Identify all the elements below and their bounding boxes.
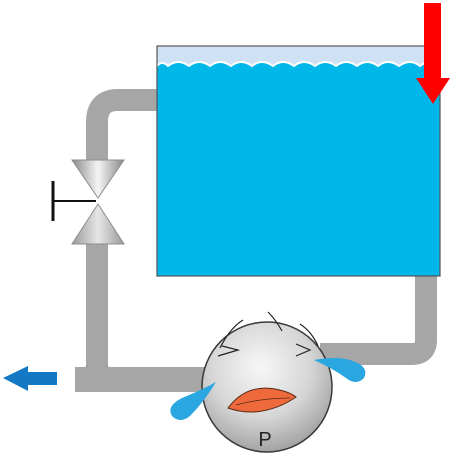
surface-wave-line [156,61,441,68]
down-arrow-icon [416,3,450,104]
tank [156,45,441,277]
tank-outline [156,45,441,277]
outlet-pipe [75,367,215,392]
tear-left-icon [170,382,216,420]
valve-upper-cone [71,159,125,199]
gate-valve-icon [51,159,125,245]
water-surface [157,46,440,66]
worry-line-right [299,323,319,347]
tear-right-icon [314,358,366,382]
pipe-network [75,89,437,392]
eye-left [217,345,241,357]
return-pipe-upper [86,89,158,165]
worry-line-left [219,319,244,349]
pump-label: P [258,429,271,451]
suction-pipe [320,276,437,365]
crying-pump-icon: P [170,311,366,453]
tank-water [157,46,440,276]
mouth-line [235,397,291,406]
worry-line-center [267,311,283,332]
valve-lower-cone [71,203,125,245]
left-arrow-icon [3,366,57,391]
eye-right [295,343,312,357]
